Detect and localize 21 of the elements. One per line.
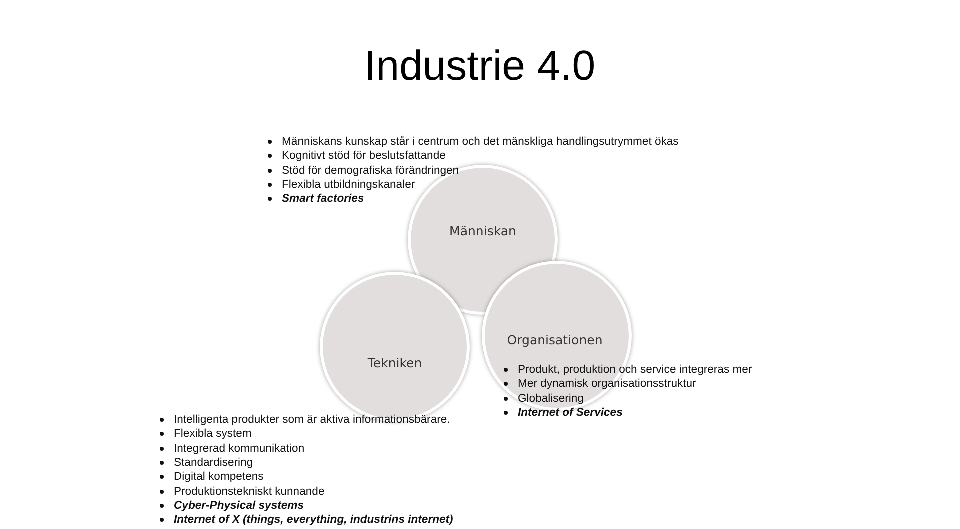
bullet-text: Digital kompetens	[174, 470, 264, 484]
bullet-text: Produkt, produktion och service integreras mer	[518, 363, 752, 377]
bullet-text: Integrerad kommunikation	[174, 442, 305, 456]
circle-label: Människan	[450, 224, 516, 238]
bullet-text: Globalisering	[518, 392, 584, 406]
bullet-text: Internet of Services	[518, 406, 623, 420]
bullet-text: Flexibla system	[174, 427, 252, 442]
bullet-text: Cyber-Physical systems	[174, 498, 304, 513]
circle-label: Organisationen	[507, 332, 603, 348]
bullet-text: Produktionstekniskt kunnande	[174, 484, 325, 498]
bullet-text: Kognitivt stöd för beslutsfattande	[282, 149, 446, 164]
bullet-text: Intelligenta produkter som är aktiva informationsbärare.	[174, 413, 450, 427]
bullet-text: Smart factories	[282, 192, 364, 206]
circle-label: Tekniken	[368, 356, 422, 370]
bullet-text: Stöd för demografiska förändringen	[282, 164, 460, 178]
bullet-text: Mer dynamisk organisationsstruktur	[518, 377, 696, 392]
bullet-text: Människans kunskap står i centrum och det mänskliga handlingsutrymmet ökas	[282, 135, 679, 149]
bullet-text: Internet of X (things, everything, industrins internet)	[174, 513, 454, 528]
title: Industrie 4.0	[363, 42, 597, 90]
bullet-text: Flexibla utbildningskanaler	[282, 178, 416, 192]
bullet-text: Standardisering	[174, 456, 254, 470]
